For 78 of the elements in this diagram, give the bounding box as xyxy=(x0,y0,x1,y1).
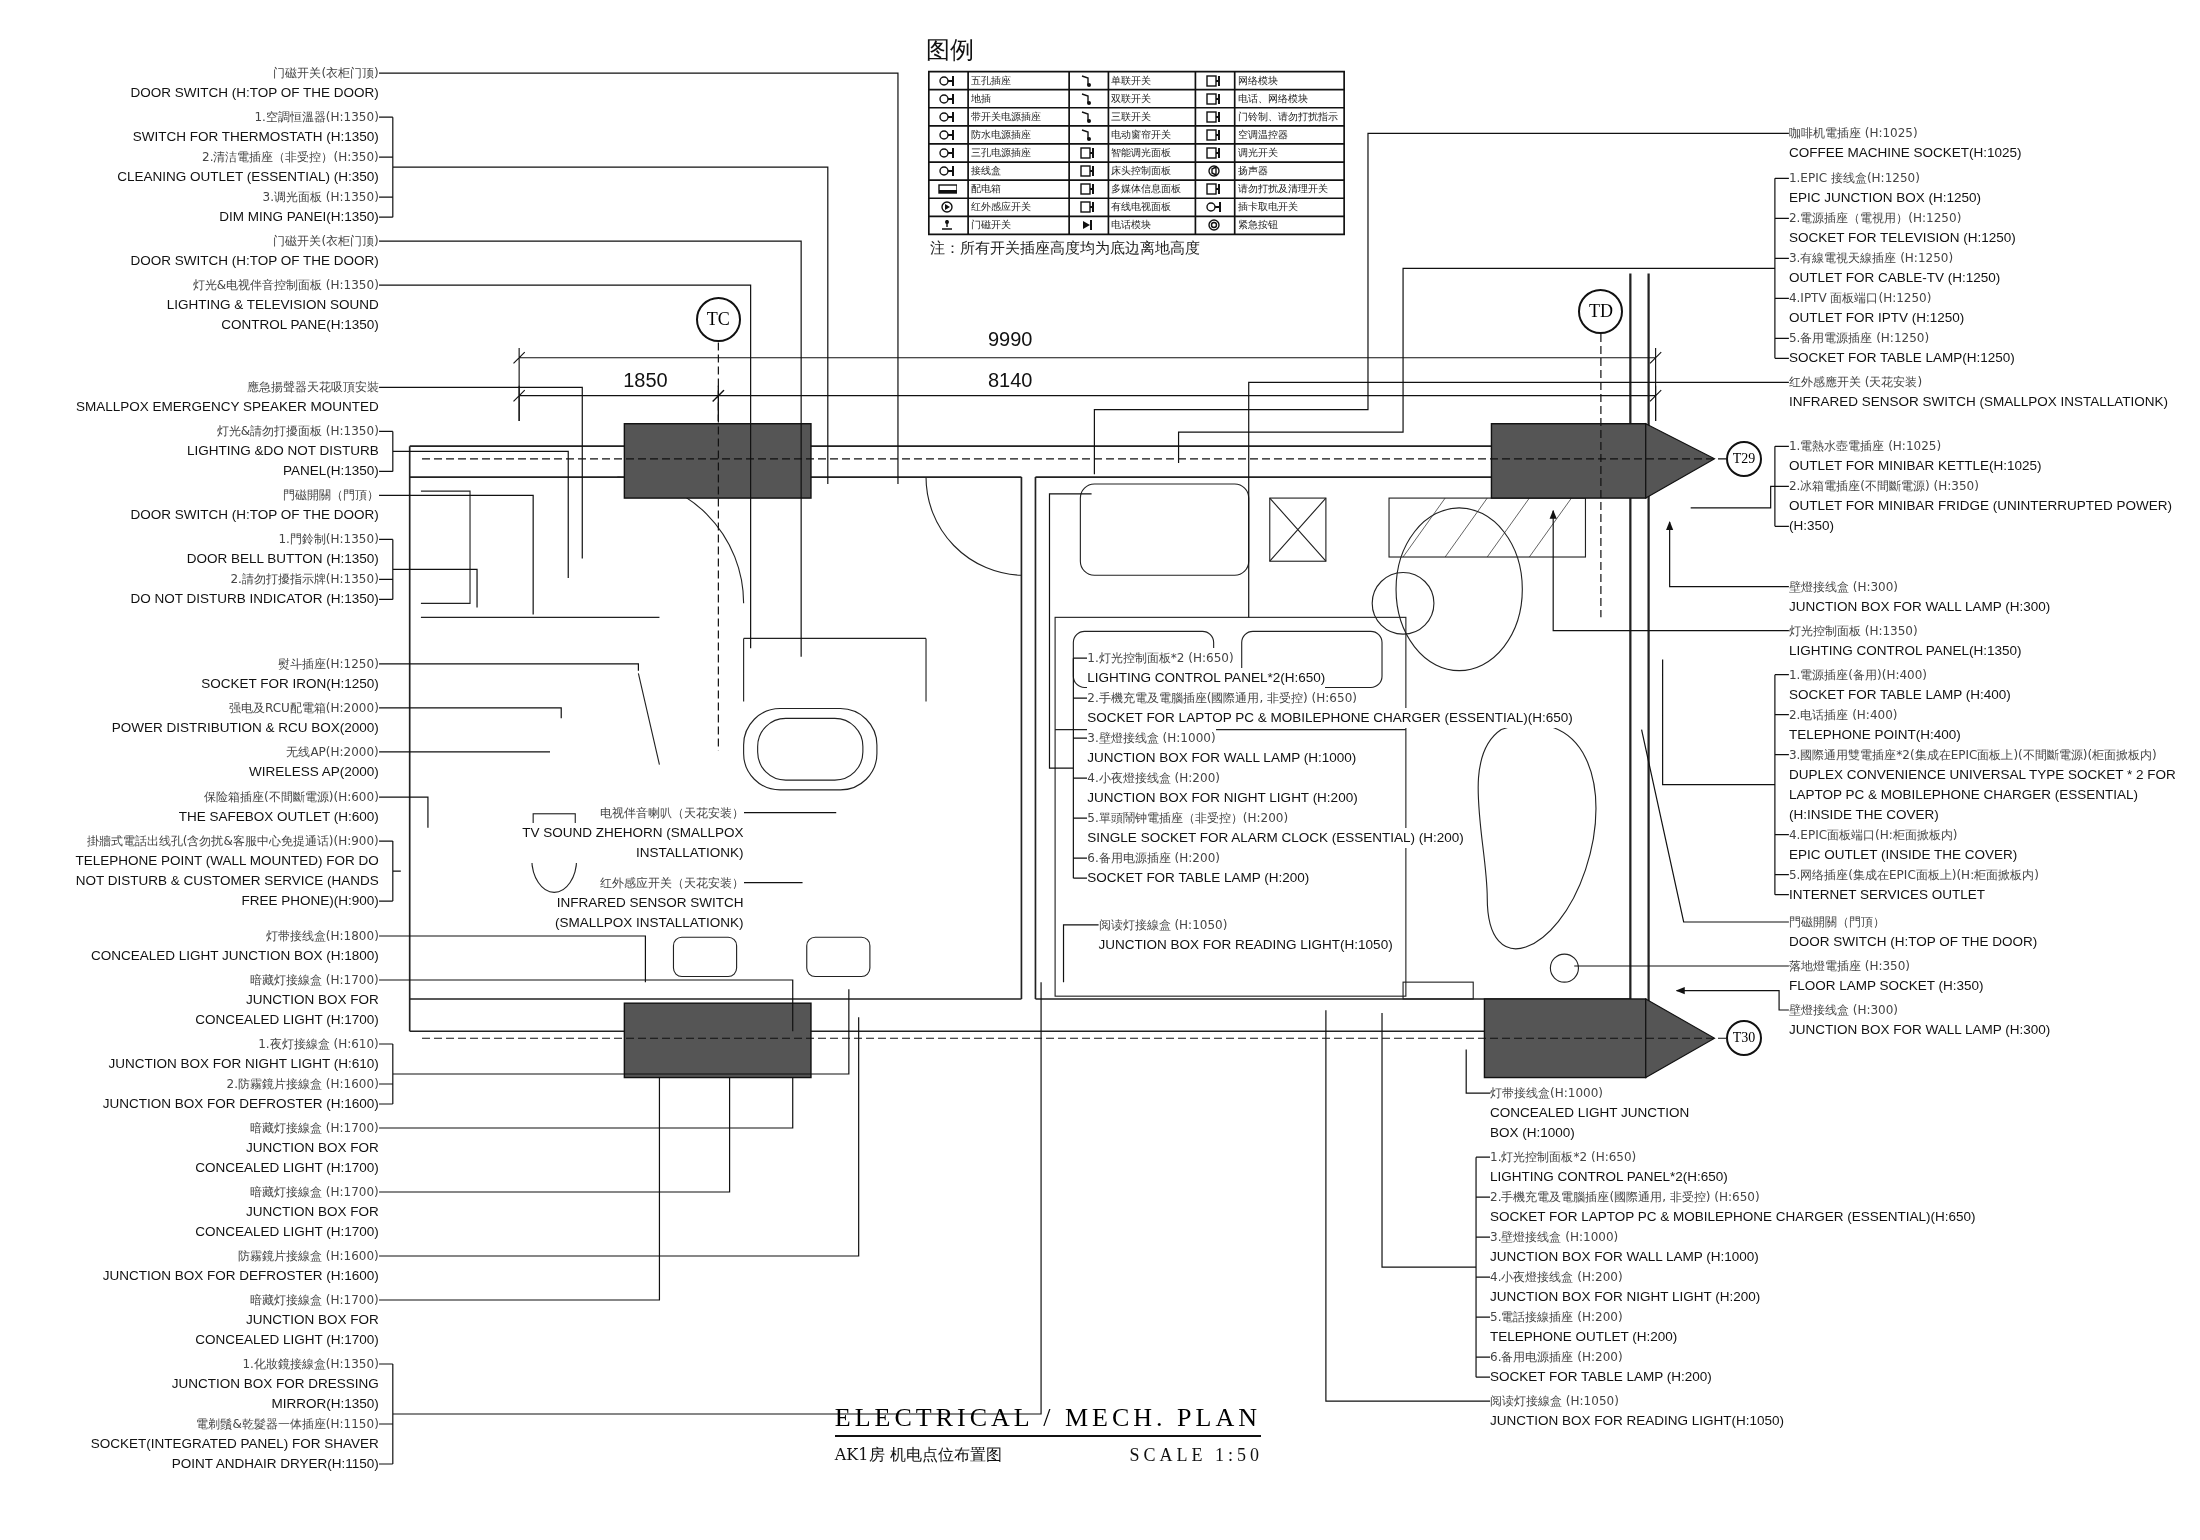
leader-line xyxy=(1248,381,1790,618)
leader-line xyxy=(378,840,402,902)
leader-line xyxy=(743,882,804,884)
legend-label: 红外感应开关 xyxy=(970,200,1031,215)
leader-line xyxy=(1048,493,1093,879)
grid-line xyxy=(717,341,719,752)
leader-line xyxy=(378,538,478,609)
legend-label: 智能调光面板 xyxy=(1111,145,1172,160)
leader-line xyxy=(378,284,752,649)
leader-line xyxy=(743,811,837,814)
legend-label: 电话模块 xyxy=(1111,218,1152,233)
legend-label: 空调温控器 xyxy=(1237,127,1288,142)
leader-line xyxy=(378,72,899,485)
leader-line xyxy=(1549,509,1790,632)
legend-label: 双联开关 xyxy=(1111,91,1152,106)
annotation-text: 1.灯光控制面板*2 (H:650) xyxy=(1087,648,1234,669)
leader-line xyxy=(1381,1012,1491,1378)
legend-label: 三联开关 xyxy=(1111,109,1152,124)
leader-line xyxy=(378,1016,860,1257)
annotation-text: LIGHTING CONTROL PANEL*2(H:650) xyxy=(1087,668,1326,689)
legend-label: 有线电视面板 xyxy=(1111,200,1172,215)
drawing-title: ELECTRICAL / MECH. PLAN xyxy=(834,1403,1261,1438)
leader-line xyxy=(378,240,802,658)
leader-line xyxy=(1675,986,1790,1011)
leader-line xyxy=(378,386,583,559)
grid-bubble: T29 xyxy=(1726,440,1762,477)
leader-line xyxy=(378,935,646,983)
leader-line xyxy=(378,988,850,1105)
leader-line xyxy=(378,430,569,579)
leader-line xyxy=(1573,965,1790,967)
leader-line xyxy=(378,1076,794,1129)
legend-label: 床头控制面板 xyxy=(1111,164,1172,179)
grid-bubble: TC xyxy=(695,297,741,343)
leader-line xyxy=(1062,924,1100,983)
leader-line xyxy=(1093,132,1790,475)
leader-line xyxy=(378,663,639,672)
legend-label: 扬声器 xyxy=(1237,164,1268,179)
grid-bubble: TD xyxy=(1578,288,1624,334)
legend-label: 电话、网络模块 xyxy=(1237,91,1308,106)
leader-line xyxy=(1465,1048,1491,1094)
annotation-text: SOCKET FOR LAPTOP PC & MOBILEPHONE CHARGER (ESSENTIAL)(H:650) xyxy=(1087,708,1573,729)
legend-label: 请勿打扰及清理开关 xyxy=(1237,182,1328,197)
leader-line xyxy=(1662,658,1790,896)
legend-label: 三孔电源插座 xyxy=(970,145,1031,160)
legend-label: 多媒体信息面板 xyxy=(1111,182,1182,197)
legend-label: 门磁开关 xyxy=(970,218,1011,233)
note-text: 注：所有开关插座高度均为底边离地高度 xyxy=(930,238,1201,258)
legend-label: 网络模块 xyxy=(1237,73,1278,88)
annotation-text: SINGLE SOCKET FOR ALARM CLOCK (ESSENTIAL) (H:200) xyxy=(1087,828,1464,849)
legend-label: 电动窗帘开关 xyxy=(1111,127,1172,142)
legend-label: 紧急按钮 xyxy=(1237,218,1278,233)
leader-line xyxy=(378,981,1042,1465)
legend-label: 防水电源插座 xyxy=(970,127,1031,142)
leader-line xyxy=(1325,1009,1491,1402)
leader-line xyxy=(1641,729,1790,923)
legend-label: 插卡取电开关 xyxy=(1237,200,1298,215)
leader-line xyxy=(378,494,534,616)
grid-line xyxy=(420,1037,1727,1039)
legend-label: 五孔插座 xyxy=(970,73,1011,88)
leader-line xyxy=(378,979,794,1032)
grid-line xyxy=(1600,333,1602,618)
leader-line xyxy=(378,751,551,753)
legend-label: 单联开关 xyxy=(1111,73,1152,88)
leader-line xyxy=(378,1076,731,1193)
grid-bubble: T30 xyxy=(1726,1020,1762,1057)
legend-label: 带开关电源插座 xyxy=(970,109,1041,124)
legend-label: 配电箱 xyxy=(970,182,1001,197)
leader-line xyxy=(378,796,429,829)
leader-line xyxy=(378,707,562,719)
legend-label: 门铃制、请勿打扰指示 xyxy=(1237,109,1338,124)
leader-line xyxy=(378,1076,661,1301)
leader-line xyxy=(1666,521,1790,588)
legend-label: 接线盒 xyxy=(970,164,1001,179)
leader-line xyxy=(1690,445,1790,527)
legend-label: 调光开关 xyxy=(1237,145,1278,160)
legend-label: 地插 xyxy=(970,91,991,106)
leader-line xyxy=(1177,177,1790,464)
leader-line xyxy=(378,116,829,485)
